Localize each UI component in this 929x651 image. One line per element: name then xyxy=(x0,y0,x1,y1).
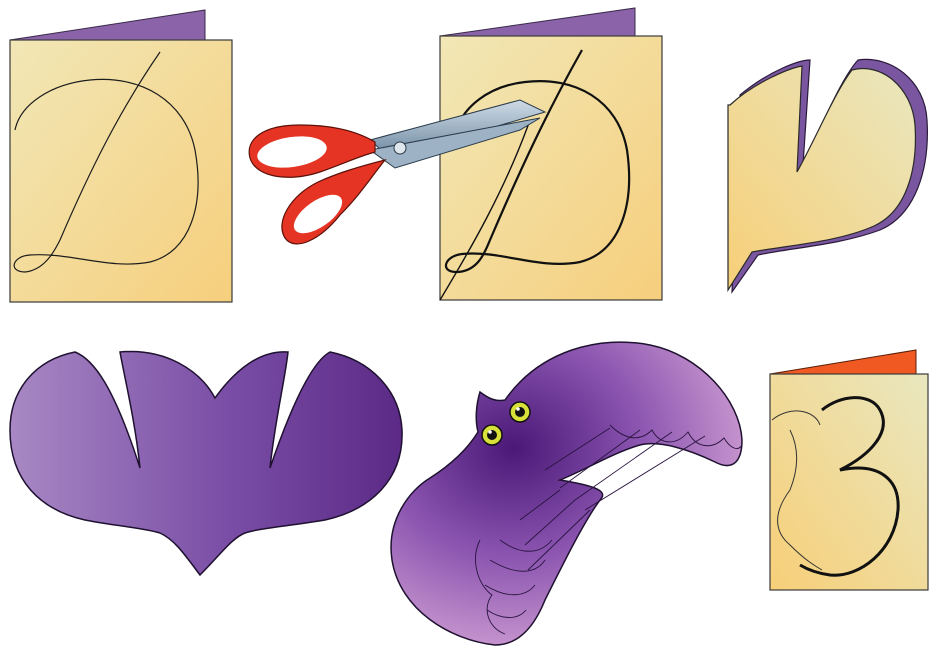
card-front xyxy=(770,374,928,590)
cut-out-half-shape xyxy=(728,59,927,292)
bat-shape xyxy=(10,352,402,575)
owl-eye-left xyxy=(482,425,502,445)
folded-card-d xyxy=(10,10,232,302)
owl-eye-right xyxy=(510,402,530,422)
bat-body xyxy=(10,352,402,575)
card-back-flap xyxy=(770,350,916,374)
folded-card-3 xyxy=(770,350,928,590)
card-back-flap xyxy=(10,10,205,40)
card-front xyxy=(10,40,232,302)
owl-bird xyxy=(391,342,742,645)
card-back-flap xyxy=(440,8,635,36)
scissor-pivot xyxy=(394,142,406,154)
cutting-card-d xyxy=(440,8,662,300)
owl-body xyxy=(391,342,742,645)
